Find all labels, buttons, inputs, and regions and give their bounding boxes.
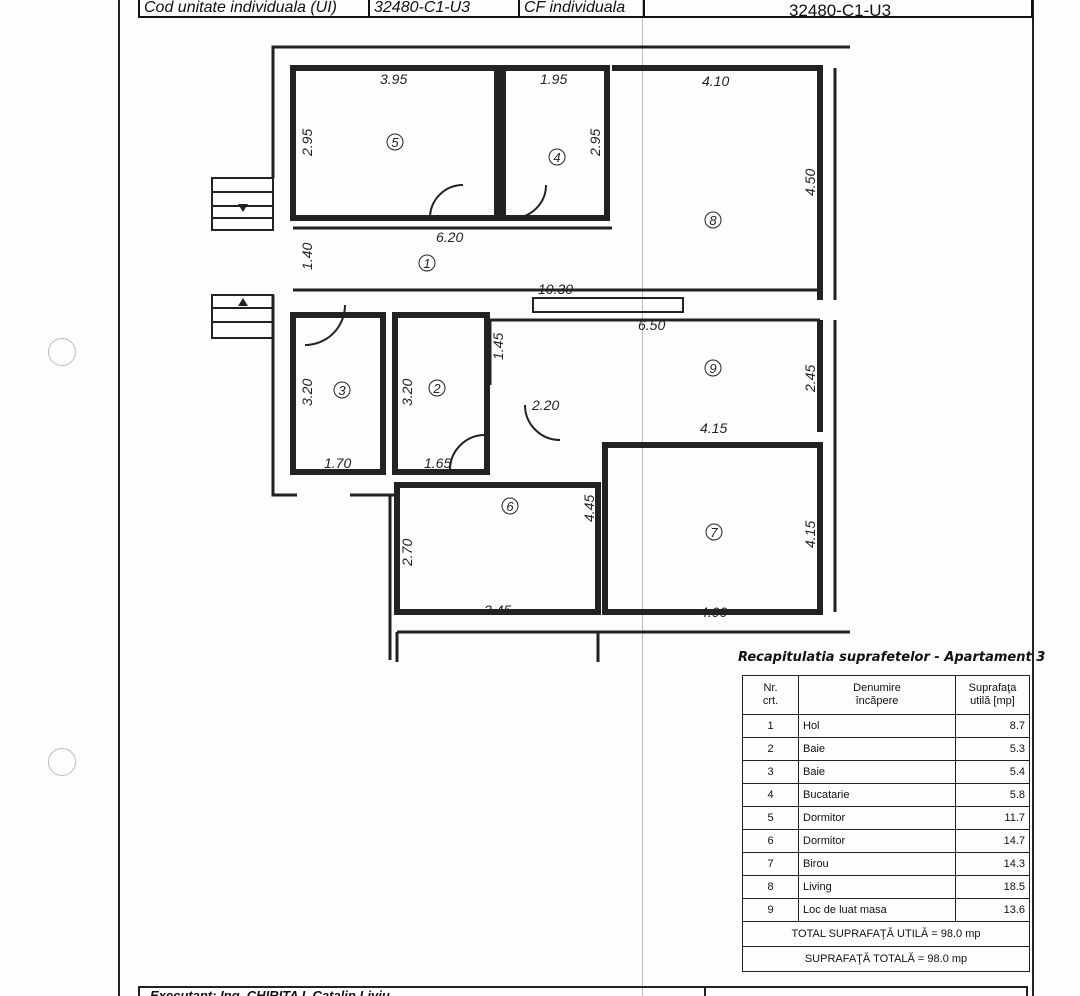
row-nr: 2 [742, 737, 799, 761]
dim-label: 3.95 [380, 71, 407, 87]
punch-hole [48, 748, 76, 776]
room-numbers [333, 133, 723, 541]
row-name: Loc de luat masa [798, 898, 956, 922]
dim-label: 2.45 [802, 365, 818, 393]
dim-label: 6.20 [436, 229, 463, 245]
dimension-labels: 3.95 1.95 4.10 2.95 2.95 4.50 6.20 1.40 … [299, 71, 818, 620]
dim-label: 6.50 [638, 317, 665, 333]
room-number: 9 [709, 361, 716, 376]
room-number: 5 [391, 135, 399, 150]
row-name: Baie [798, 737, 956, 761]
recap-table: Nr. crt. Denumire încăpere Suprafaţa uti… [742, 675, 1030, 972]
dim-label: 1.65 [424, 455, 451, 471]
recap-title: Recapitulatia suprafetelor - Apartament … [738, 650, 1046, 665]
dim-label: 2.95 [587, 129, 603, 157]
row-area: 8.7 [955, 714, 1030, 738]
cod-value: 32480-C1-U3 [370, 0, 520, 18]
room-number: 2 [432, 381, 441, 396]
row-name: Bucatarie [798, 783, 956, 807]
footer-divider [704, 986, 706, 996]
cf-value: 32480-C1-U3 [645, 0, 1033, 20]
cod-label: Cod unitate individuala (UI) [138, 0, 370, 18]
row-name: Birou [798, 852, 956, 876]
row-area: 13.6 [955, 898, 1030, 922]
dim-label: 1.40 [299, 243, 315, 270]
header-area: Suprafaţa utilă [mp] [955, 675, 1030, 715]
header-name: Denumire încăpere [798, 675, 956, 715]
row-area: 5.3 [955, 737, 1030, 761]
footer-executant: Executant: Ing. CHIRITA I. Catalin Liviu [138, 986, 1028, 996]
room-number: 3 [338, 383, 346, 398]
room-number: 7 [710, 525, 718, 540]
total-util: TOTAL SUPRAFAŢĂ UTILĂ = 98.0 mp [742, 921, 1030, 947]
room-number: 6 [506, 499, 514, 514]
row-name: Dormitor [798, 806, 956, 830]
dim-label: 4.00 [700, 604, 727, 620]
header-nr: Nr. crt. [742, 675, 799, 715]
dim-label: 3.45 [484, 602, 511, 618]
row-name: Baie [798, 760, 956, 784]
scan-fold-line [642, 0, 643, 996]
stairs-arrow-icon [238, 204, 248, 306]
dim-label: 4.15 [700, 420, 727, 436]
dim-label: 2.20 [531, 397, 559, 413]
row-area: 5.4 [955, 760, 1030, 784]
punch-hole [48, 338, 76, 366]
page-border-left [118, 0, 120, 996]
row-name: Dormitor [798, 829, 956, 853]
row-nr: 6 [742, 829, 799, 853]
room-number: 8 [709, 213, 717, 228]
row-area: 5.8 [955, 783, 1030, 807]
row-nr: 9 [742, 898, 799, 922]
dim-label: 4.50 [802, 169, 818, 196]
dim-label: 1.70 [324, 455, 351, 471]
dim-label: 1.45 [490, 333, 506, 360]
dim-label: 4.15 [802, 521, 818, 548]
cf-label: CF individuala [520, 0, 645, 18]
row-nr: 5 [742, 806, 799, 830]
row-nr: 1 [742, 714, 799, 738]
dim-label: 1.95 [540, 71, 567, 87]
dim-label: 2.95 [299, 129, 315, 157]
dim-label: 3.20 [399, 379, 415, 406]
room-number: 1 [423, 256, 430, 271]
row-name: Living [798, 875, 956, 899]
row-nr: 4 [742, 783, 799, 807]
row-nr: 8 [742, 875, 799, 899]
row-area: 11.7 [955, 806, 1030, 830]
dim-label: 2.70 [399, 539, 415, 567]
row-nr: 3 [742, 760, 799, 784]
row-name: Hol [798, 714, 956, 738]
dim-label: 4.10 [702, 73, 729, 89]
room-number: 4 [553, 150, 560, 165]
row-nr: 7 [742, 852, 799, 876]
row-area: 14.3 [955, 852, 1030, 876]
row-area: 14.7 [955, 829, 1030, 853]
total: SUPRAFAŢĂ TOTALĂ = 98.0 mp [742, 946, 1030, 972]
dim-label: 4.45 [581, 495, 597, 522]
dim-label: 3.20 [299, 379, 315, 406]
dim-label: 10.30 [538, 281, 573, 297]
row-area: 18.5 [955, 875, 1030, 899]
page-border-right [1032, 0, 1034, 996]
walls [211, 45, 850, 662]
